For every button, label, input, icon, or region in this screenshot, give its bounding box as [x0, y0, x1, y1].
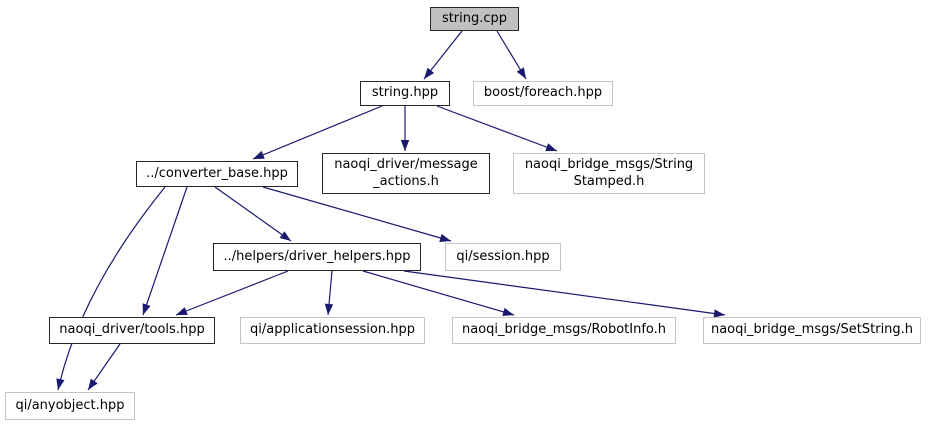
- edge-driver-helpers-to-setstring: [403, 270, 726, 318]
- node-converter-base[interactable]: ../converter_base.hpp: [136, 161, 298, 187]
- node-string-cpp[interactable]: string.cpp: [430, 7, 519, 31]
- node-anyobject: qi/anyobject.hpp: [5, 392, 135, 420]
- node-setstring: naoqi_bridge_msgs/SetString.h: [703, 317, 921, 344]
- edge-tools-to-anyobject: [87, 343, 121, 391]
- node-string-hpp[interactable]: string.hpp: [360, 81, 450, 106]
- arrowhead-icon: [176, 307, 188, 315]
- node-session: qi/session.hpp: [445, 243, 561, 271]
- node-label: qi/session.hpp: [456, 248, 550, 264]
- node-applicationsession: qi/applicationsession.hpp: [240, 317, 425, 344]
- edge-converter-base-to-driver-helpers: [214, 186, 292, 242]
- edge-string-cpp-to-string-hpp: [423, 30, 463, 80]
- arrowhead-icon: [545, 143, 557, 152]
- node-label-line: Stamped.h: [573, 173, 645, 189]
- node-label-line: naoqi_bridge_msgs/String: [524, 156, 694, 172]
- node-label-line: naoqi_driver/message: [334, 156, 478, 172]
- arrowhead-icon: [56, 378, 65, 390]
- arrowhead-icon: [439, 233, 451, 242]
- arrowhead-icon: [400, 140, 410, 151]
- arrowhead-icon: [279, 231, 291, 241]
- edge-string-hpp-to-string-stamped: [436, 105, 558, 152]
- arrowhead-icon: [502, 307, 514, 316]
- node-label: qi/anyobject.hpp: [15, 397, 125, 413]
- node-label: string.hpp: [371, 85, 439, 101]
- arrowhead-icon: [713, 309, 725, 318]
- arrowhead-icon: [88, 378, 98, 390]
- node-tools[interactable]: naoqi_driver/tools.hpp: [49, 317, 215, 344]
- arrowhead-icon: [142, 303, 151, 315]
- node-message-actions[interactable]: naoqi_driver/message_actions.h: [322, 153, 490, 194]
- node-label: ../converter_base.hpp: [146, 165, 288, 181]
- node-boost-foreach: boost/foreach.hpp: [473, 81, 613, 106]
- node-robotinfo: naoqi_bridge_msgs/RobotInfo.h: [452, 317, 676, 344]
- node-label: naoqi_bridge_msgs/SetString.h: [710, 322, 914, 338]
- arrowhead-icon: [253, 150, 265, 159]
- edge-converter-base-to-session: [262, 186, 452, 242]
- arrowhead-icon: [424, 67, 435, 79]
- node-label: naoqi_driver/tools.hpp: [59, 322, 205, 338]
- node-label: qi/applicationsession.hpp: [250, 322, 415, 338]
- node-label: boost/foreach.hpp: [483, 85, 603, 101]
- edge-driver-helpers-to-robotinfo: [362, 270, 515, 316]
- node-label: string.cpp: [441, 10, 508, 26]
- edge-driver-helpers-to-applicationsession: [324, 270, 334, 316]
- edge-converter-base-to-tools: [142, 186, 188, 316]
- node-label-line: _actions.h: [373, 173, 439, 189]
- arrowhead-icon: [516, 67, 526, 79]
- edge-string-hpp-to-message-actions: [400, 106, 410, 151]
- arrowhead-icon: [324, 303, 334, 315]
- edge-string-hpp-to-converter-base: [252, 105, 383, 160]
- node-driver-helpers[interactable]: ../helpers/driver_helpers.hpp: [213, 243, 421, 271]
- node-label: naoqi_bridge_msgs/RobotInfo.h: [461, 322, 667, 338]
- edge-converter-base-to-anyobject: [56, 186, 166, 391]
- node-label: ../helpers/driver_helpers.hpp: [223, 248, 411, 264]
- edge-driver-helpers-to-tools: [175, 270, 289, 316]
- edge-string-cpp-to-boost-foreach: [496, 30, 527, 80]
